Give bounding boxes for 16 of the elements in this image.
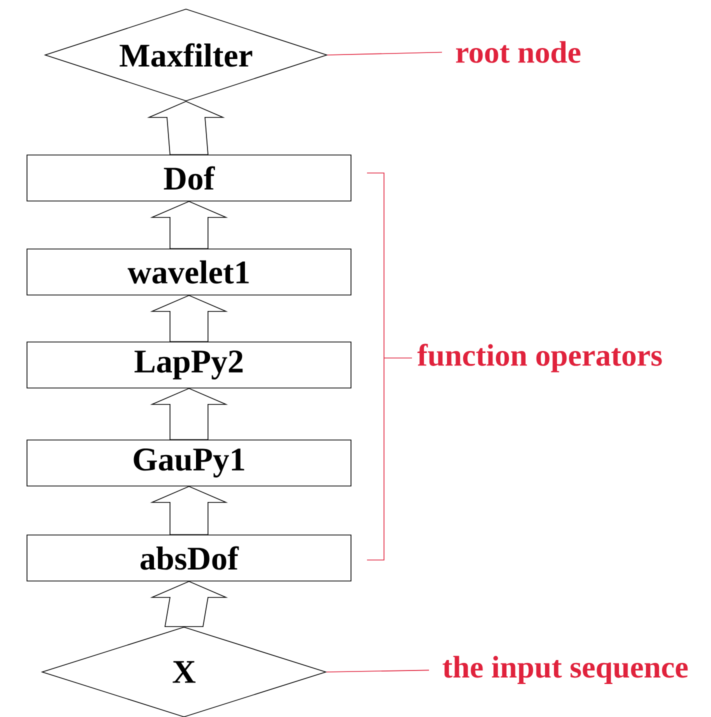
annotation-text: the input sequence: [442, 656, 688, 684]
process-box: Dof: [26, 154, 352, 202]
process-box: absDof: [26, 534, 352, 582]
block-arrow: [150, 294, 228, 342]
block-arrow: [150, 486, 228, 535]
process-box: wavelet1: [26, 248, 352, 296]
annotation-text: root node: [456, 41, 580, 63]
leader-line: [326, 670, 430, 672]
block-arrow: [147, 100, 225, 155]
block-arrow: [150, 200, 228, 249]
leader-line: [327, 52, 442, 56]
process-box: GauPy1: [26, 440, 352, 486]
block-arrow: [150, 388, 228, 440]
bracket-label: function operators: [417, 344, 662, 372]
process-box: LapPy2: [26, 342, 352, 388]
block-arrow: [150, 580, 228, 627]
